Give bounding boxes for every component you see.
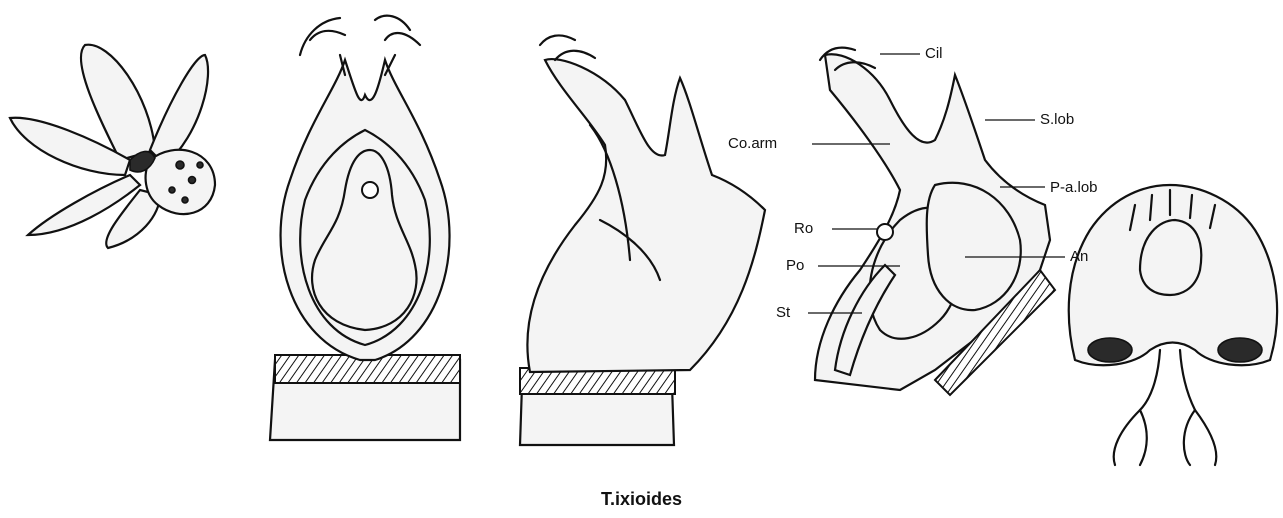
column-side-figure bbox=[520, 35, 765, 445]
column-section-figure bbox=[808, 48, 1065, 395]
label-an: An bbox=[1070, 249, 1088, 264]
label-po: Po bbox=[786, 258, 804, 273]
label-co-arm: Co.arm bbox=[728, 136, 777, 151]
label-st: St bbox=[776, 305, 790, 320]
label-p-a-lob: P-a.lob bbox=[1050, 180, 1098, 195]
label-cil: Cil bbox=[925, 46, 943, 61]
label-s-lob: S.lob bbox=[1040, 112, 1074, 127]
column-front-figure bbox=[270, 16, 460, 440]
label-ro: Ro bbox=[794, 221, 813, 236]
flower-figure bbox=[10, 45, 215, 248]
figure-caption: T.ixioides bbox=[0, 489, 1283, 510]
column-base-figure bbox=[1069, 185, 1277, 465]
